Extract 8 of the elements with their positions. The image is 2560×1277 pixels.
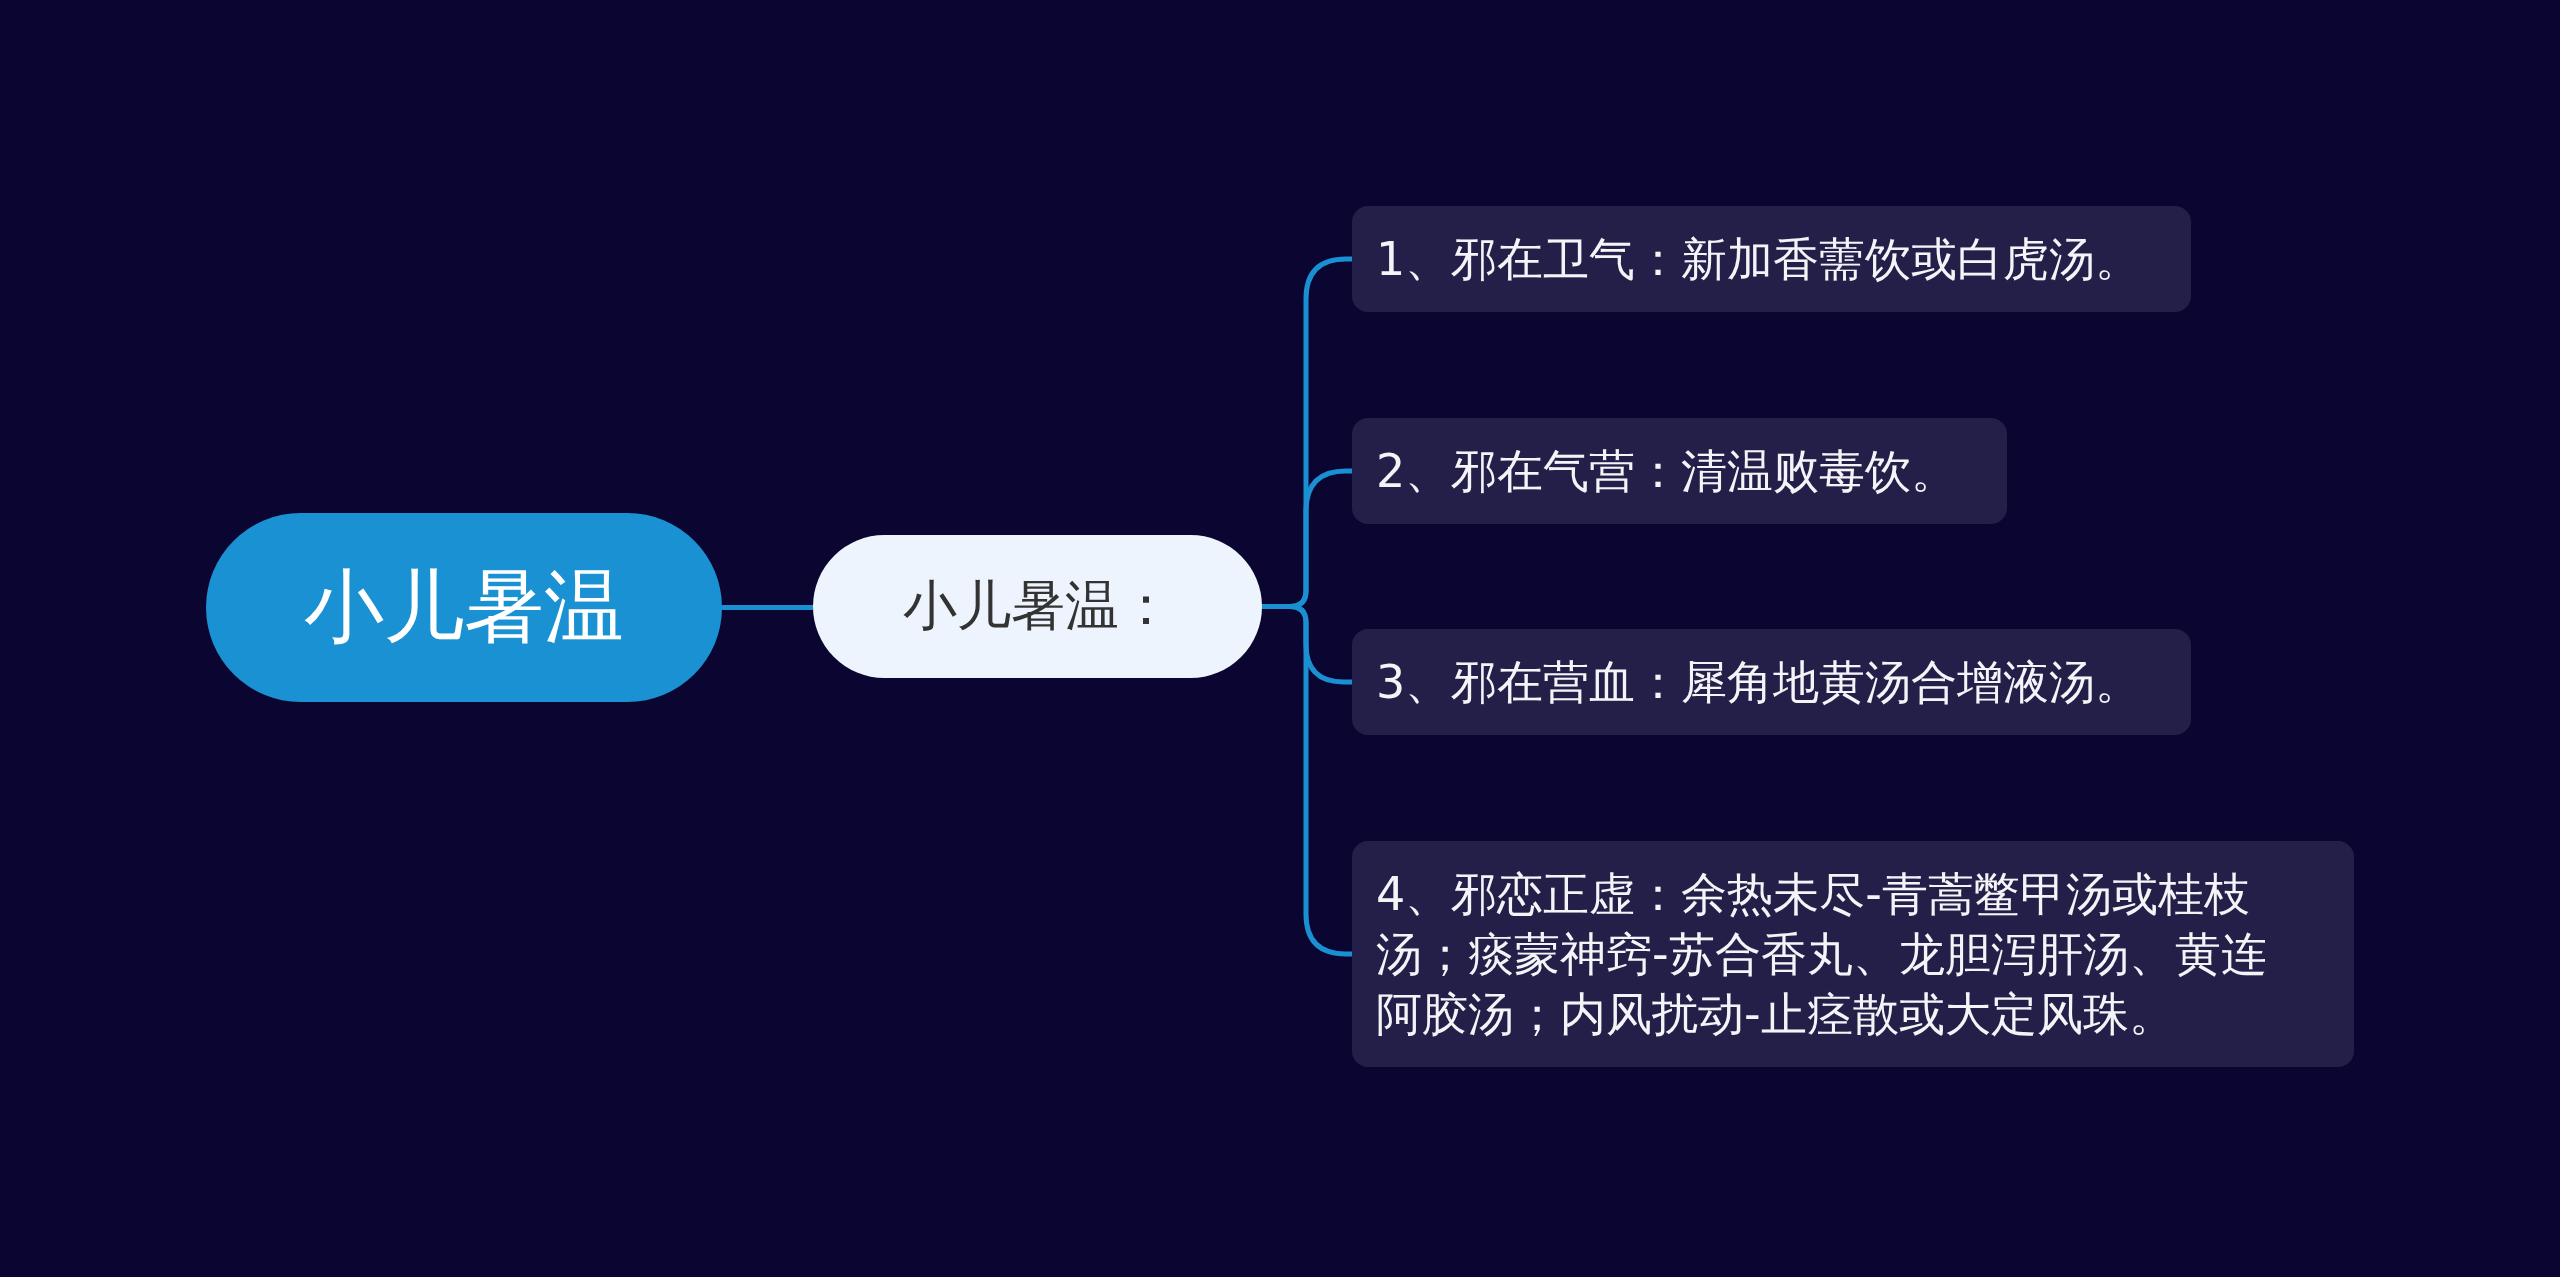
connector-line <box>722 605 813 610</box>
text-card: 3、邪在营血：犀角地黄汤合增液汤。 <box>1352 629 2192 735</box>
text-card: 4、邪恋正虚：余热未尽-青蒿鳖甲汤或桂枝汤；痰蒙神窍-苏合香丸、龙胆泻肝汤、黄连阿胶汤；内风扰动-止痉散或大定风珠。 <box>1352 841 2354 1067</box>
text-card: 1、邪在卫气：新加香薷饮或白虎汤。 <box>1352 206 2192 312</box>
text-card: 2、邪在气营：清温败毒饮。 <box>1352 418 2008 524</box>
connector-line <box>1262 604 1352 957</box>
central-topic: 小儿暑温 <box>206 513 722 702</box>
subtopic-pill: 小儿暑温： <box>813 535 1262 678</box>
